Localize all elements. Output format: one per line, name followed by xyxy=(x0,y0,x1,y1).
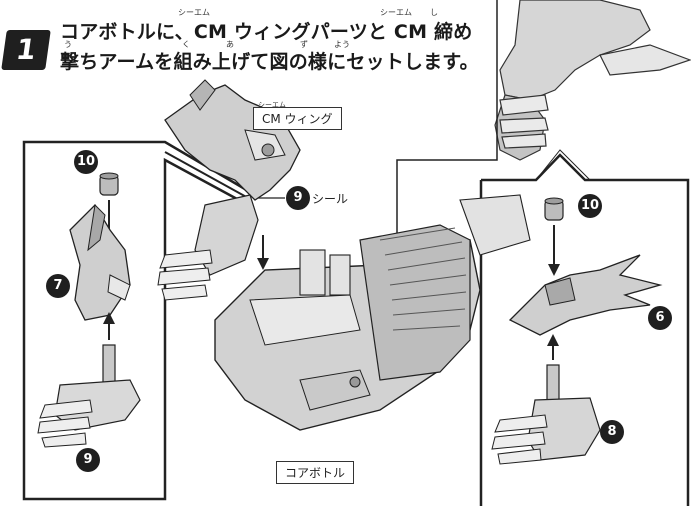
cm-wing-label-ruby: シーエム xyxy=(258,101,286,109)
part-number-right-peg: 10 xyxy=(578,194,602,218)
ruby-zu: ず xyxy=(300,40,308,49)
cm-wing-label: CM ウィング xyxy=(253,107,342,130)
ruby-shi: し xyxy=(430,8,438,17)
left-inset-frame xyxy=(22,140,252,501)
seal-label: シール xyxy=(312,192,349,206)
core-bottle-label: コアボトル xyxy=(276,461,355,484)
ruby-ku: く xyxy=(182,40,190,49)
core-bottle-part xyxy=(214,194,531,431)
left-inset-parts xyxy=(37,172,141,448)
part-number-left-peg: 10 xyxy=(74,150,98,174)
ruby-a: あ xyxy=(226,40,234,49)
part-number-right-wing: 6 xyxy=(648,306,672,330)
part-number-left-wing: 7 xyxy=(46,274,70,298)
ruby-you: よう xyxy=(334,40,350,49)
right-inset-parts xyxy=(491,197,663,465)
part-number-seal: 9 xyxy=(286,186,310,210)
part-number-right-hand: 8 xyxy=(600,420,624,444)
ruby-cm-2: シーエム xyxy=(380,8,412,17)
leader-line-top xyxy=(396,0,498,300)
part-number-left-hand: 9 xyxy=(76,448,100,472)
instruction-line-2: 撃ちアームを組み上げて図の様にセットします。 xyxy=(60,51,479,73)
step-number-badge: 1 xyxy=(1,30,51,70)
upper-dragon-head-fragment xyxy=(494,0,691,161)
instruction-line-1: コアボトルに、CM ウィングパーツと CM 締め xyxy=(60,21,473,43)
ruby-u: う xyxy=(64,40,72,49)
ruby-cm-1: シーエム xyxy=(178,8,210,17)
